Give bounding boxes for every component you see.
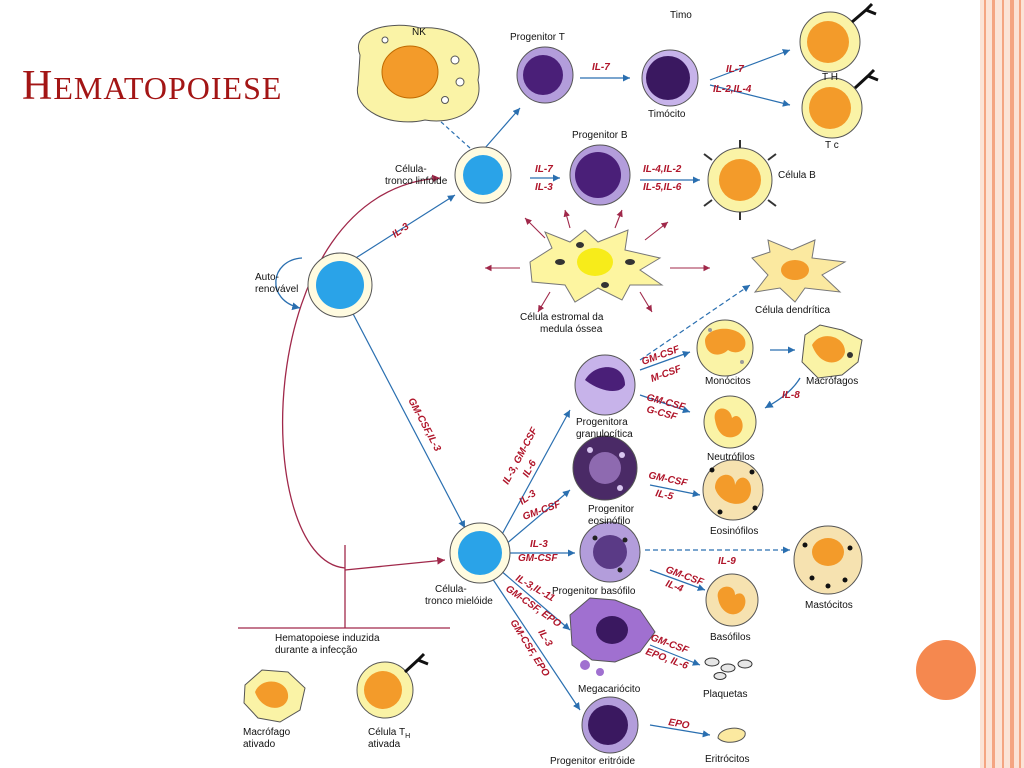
label-th: T H [822, 72, 838, 83]
label-basofilos: Basófilos [710, 632, 751, 643]
label-macro-ativado-2: ativado [243, 739, 276, 750]
cyt-il5: IL-5 [654, 488, 674, 503]
label-estromal-2: medula óssea [540, 324, 603, 335]
celula-b-cell [703, 140, 777, 220]
macrofago-cell [801, 324, 863, 379]
progenitor-basofilo-cell [579, 521, 641, 583]
stromal-cell [529, 229, 664, 303]
cyt-il2-il4: IL-2,IL-4 [713, 84, 752, 95]
cyt-il7-th: IL-7 [726, 64, 744, 75]
label-infeccao-1: Hematopoiese induzida [275, 633, 380, 644]
label-mastocitos: Mastócitos [805, 600, 853, 611]
label-tronco-mieloide-2: tronco mielóide [425, 596, 493, 607]
cyt-il3-b: IL-3 [535, 182, 553, 193]
dendritic-cell [751, 239, 847, 303]
cyt-il9: IL-9 [718, 556, 736, 567]
label-neutrofilos: Neutrófilos [707, 452, 755, 463]
label-timo: Timo [670, 10, 692, 21]
label-auto-2: renovável [255, 284, 298, 295]
cell-labels: NK Timo Progenitor T Timócito T H T c Pr… [243, 10, 858, 767]
stem-cell [307, 252, 373, 318]
macrofago-ativado-cell [243, 669, 306, 723]
label-progenitor-b: Progenitor B [572, 130, 628, 141]
progenitor-b-cell [569, 144, 631, 206]
megacariocito-cell [569, 597, 656, 676]
stromal-arrows [485, 209, 710, 313]
label-monocitos: Monócitos [705, 376, 751, 387]
progenitor-t-cell [516, 46, 574, 104]
arrows [339, 49, 795, 738]
label-macrofagos: Macrófagos [806, 376, 858, 387]
eritrocito-cell [717, 727, 746, 743]
cyt-il3-eri: IL-3 [535, 628, 554, 649]
cyt-il5-il6: IL-5,IL-6 [643, 182, 682, 193]
cyt-epo: EPO [667, 717, 690, 732]
label-tc: T c [825, 140, 839, 151]
slide-title: HEMATOPOIESE [22, 63, 283, 109]
label-auto-1: Auto- [255, 272, 279, 283]
cyt-il7-b: IL-7 [535, 164, 553, 175]
tc-cell [801, 68, 879, 139]
label-prog-gran-2: granulocítica [576, 429, 633, 440]
label-th-ativada-1: Célula TH [368, 727, 410, 740]
cyt-gmcsf-baso: GM-CSF [518, 553, 558, 564]
decorative-stripes [980, 0, 1024, 768]
feedback-lines [238, 174, 801, 629]
label-prog-eos-1: Progenitor [588, 504, 635, 515]
label-dendritica: Célula dendrítica [755, 305, 830, 316]
cyt-il4-il2: IL-4,IL-2 [643, 164, 682, 175]
label-nk: NK [412, 27, 426, 38]
eosinofilo-cell [702, 459, 764, 521]
mastocito-cell [793, 525, 863, 595]
basofilo-cell [705, 573, 759, 627]
label-progenitor-t: Progenitor T [510, 32, 565, 43]
nk-cell [356, 24, 480, 123]
tronco-linfoide-cell [454, 146, 512, 204]
label-prog-baso: Progenitor basófilo [552, 586, 636, 597]
label-plaquetas: Plaquetas [703, 689, 747, 700]
label-eosinofilos: Eosinófilos [710, 526, 758, 537]
cyt-gmcsf-eos2: GM-CSF [647, 470, 689, 489]
label-prog-gran-1: Progenitora [576, 417, 628, 428]
label-macro-ativado-1: Macrófago [243, 727, 291, 738]
cyt-il3-eos: IL-3 [517, 488, 538, 507]
cyt-il3-baso: IL-3 [530, 539, 548, 550]
th-cell [799, 2, 877, 73]
label-timocito: Timócito [648, 109, 686, 120]
label-tronco-linfoide-2: tronco linfóide [385, 176, 448, 187]
th-ativada-cell [356, 652, 429, 719]
neutrofilo-cell [703, 395, 757, 449]
label-infeccao-2: durante a infecção [275, 645, 358, 656]
progenitora-granulocitica-cell [574, 354, 636, 416]
monocito-cell [696, 319, 754, 377]
label-megacariocito: Megacariócito [578, 684, 641, 695]
label-tronco-mieloide-1: Célula- [435, 584, 467, 595]
tronco-mieloide-cell [449, 522, 511, 584]
progenitor-eosinofilo-cell [572, 435, 638, 501]
label-prog-eritroide: Progenitor eritróide [550, 756, 635, 767]
label-eritrocitos: Eritrócitos [705, 754, 749, 765]
label-celula-b: Célula B [778, 170, 816, 181]
plaquetas-cells [704, 657, 753, 680]
label-estromal-1: Célula estromal da [520, 312, 604, 323]
cyt-il8: IL-8 [782, 390, 800, 401]
cyt-il7-t: IL-7 [592, 62, 610, 73]
label-th-ativada-2: ativada [368, 739, 401, 750]
accent-dot [916, 640, 976, 700]
timocito-cell [641, 49, 699, 107]
progenitor-eritroide-cell [581, 696, 639, 754]
hematopoiesis-diagram: NK Timo Progenitor T Timócito T H T c Pr… [238, 2, 879, 767]
cyt-mcsf: M-CSF [649, 363, 683, 384]
label-tronco-linfoide-1: Célula- [395, 164, 427, 175]
label-prog-eos-2: eosinófilo [588, 516, 631, 527]
cyt-il3-gmcsf-il6-1: IL-3, GM-CSF [501, 425, 541, 486]
